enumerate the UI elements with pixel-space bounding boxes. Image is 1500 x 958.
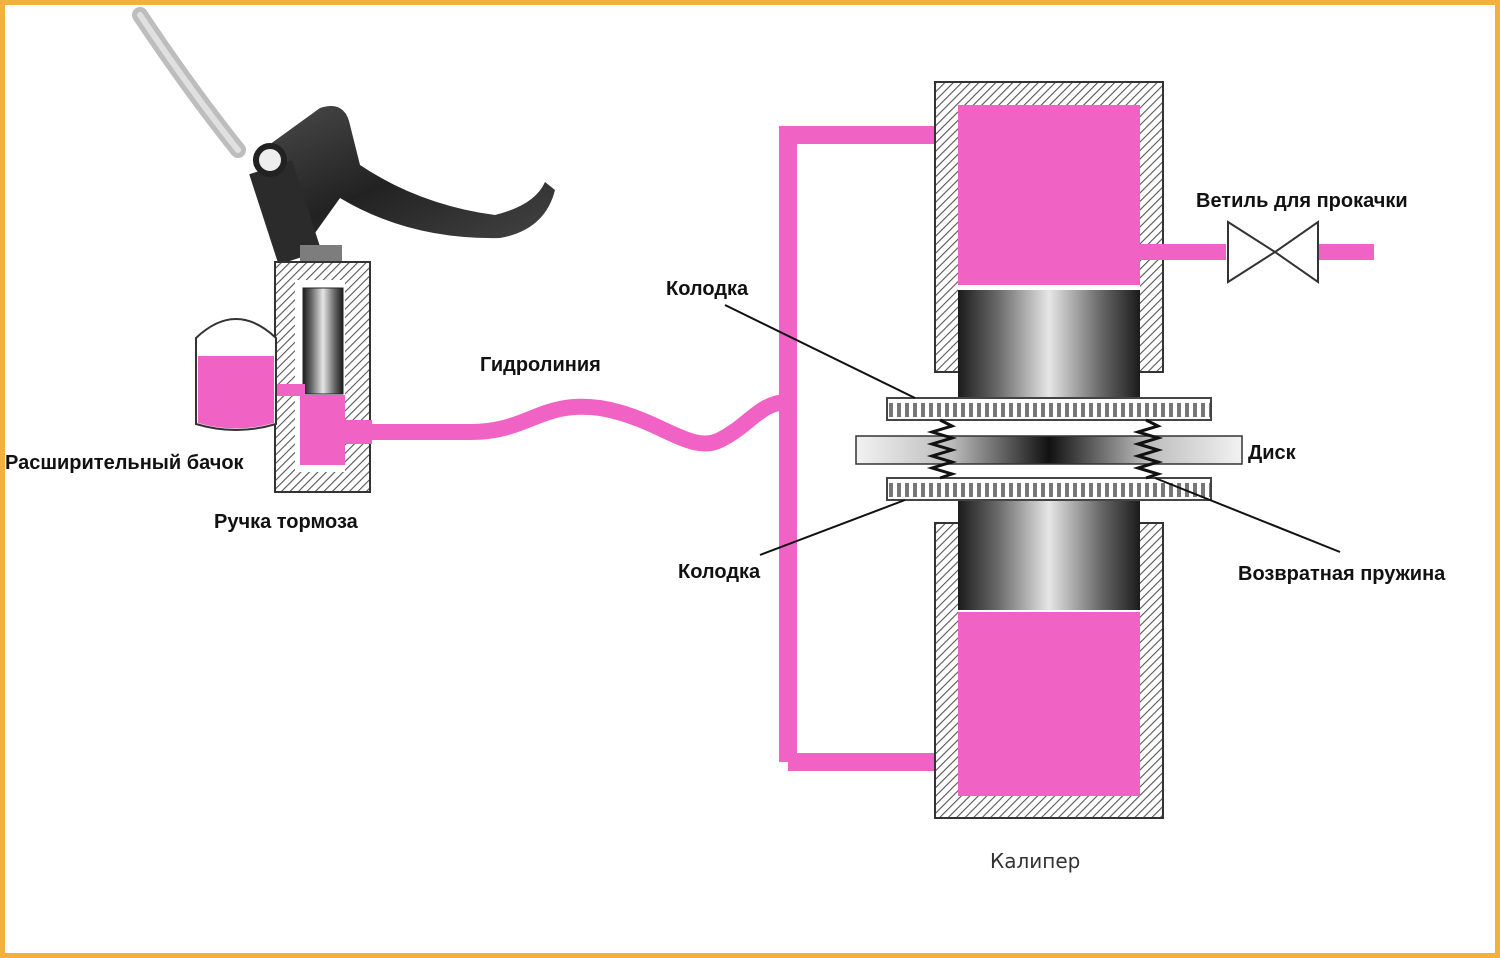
spring-icon — [926, 418, 1164, 480]
leader-lines — [724, 304, 1341, 556]
caliper-bottom — [934, 500, 1164, 819]
expansion-reservoir — [195, 318, 277, 431]
caliper-label: Калипер — [990, 849, 1080, 873]
hydraulic-line — [368, 394, 789, 452]
master-cylinder — [270, 261, 372, 493]
pad-top-label: Колодка — [666, 278, 749, 300]
valve-icon — [1140, 220, 1374, 284]
hydro-line-label: Гидролиния — [480, 354, 601, 376]
brake-disc — [855, 435, 1243, 465]
brake-pad-top — [886, 397, 1212, 421]
brake-pad-bottom — [886, 477, 1212, 501]
disc-label: Диск — [1248, 442, 1297, 464]
pad-bottom-label: Колодка — [678, 561, 761, 583]
bleed-valve-label: Ветиль для прокачки — [1196, 190, 1408, 212]
lever-label: Ручка тормоза — [214, 511, 359, 533]
reservoir-label: Расширительный бачок — [5, 452, 245, 474]
caliper-top — [934, 81, 1164, 398]
caliper-feed-pipes — [779, 126, 950, 771]
brake-lever-icon — [132, 7, 555, 285]
return-spring-label: Возвратная пружина — [1238, 563, 1446, 585]
